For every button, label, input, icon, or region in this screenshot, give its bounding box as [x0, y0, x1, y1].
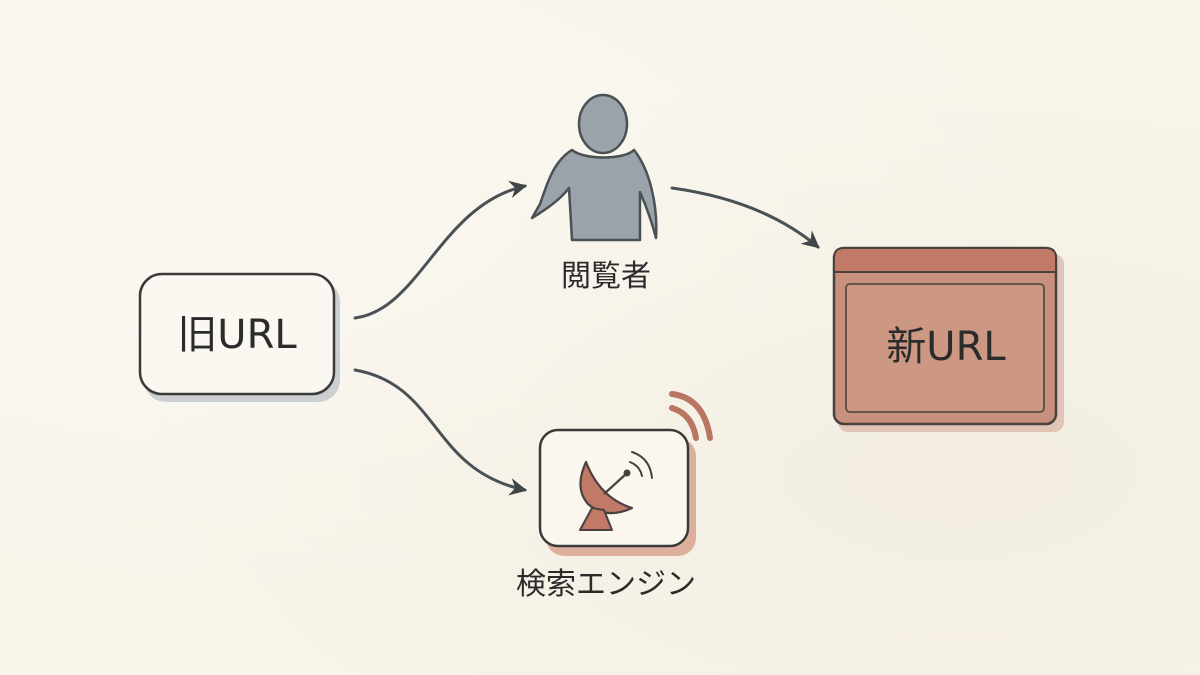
search-engine-node: 検索エンジン [516, 391, 713, 602]
person-icon [530, 93, 658, 242]
viewer-node: 閲覧者 [530, 93, 658, 294]
arrow-old-url-to-search-engine [353, 368, 528, 496]
signal-waves-icon [669, 391, 713, 441]
arrow-old-url-to-viewer [353, 180, 528, 320]
satellite-dish-icon [579, 451, 653, 531]
old-url-label: 旧URL [177, 312, 297, 358]
arrow-viewer-to-new-url [670, 186, 820, 249]
new-url-node: 新URL [832, 246, 1064, 432]
old-url-node: 旧URL [138, 272, 340, 402]
viewer-label: 閲覧者 [561, 259, 651, 294]
browser-window-icon [832, 246, 1064, 432]
new-url-label: 新URL [886, 324, 1006, 370]
search-engine-label: 検索エンジン [516, 567, 696, 602]
